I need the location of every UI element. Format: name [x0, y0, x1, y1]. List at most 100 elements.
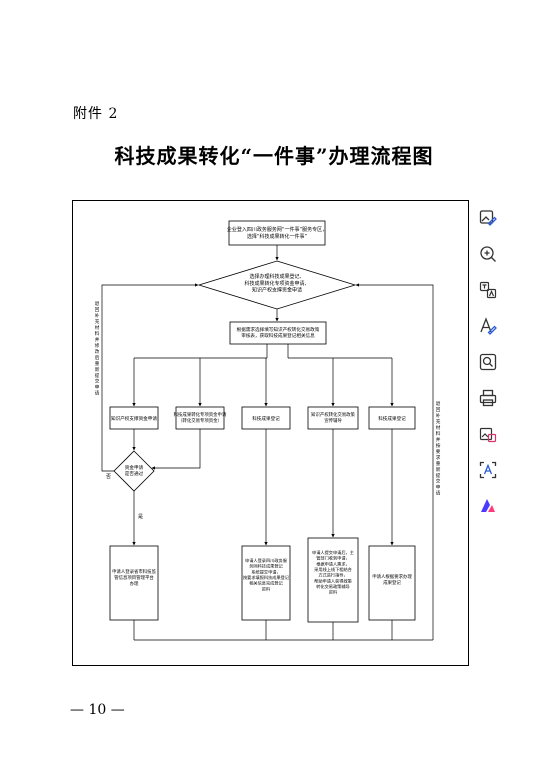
text-line: 申请人登录省市科技监	[112, 568, 157, 575]
text-glyph: 新	[95, 366, 100, 373]
text-glyph: 材	[436, 424, 441, 431]
text-line: 申请人登录四川政务服	[245, 557, 288, 564]
info-box-text: 根据需求选择填写知识产权转化交易政策审核表，获取科技成果登记相关信息	[237, 326, 320, 339]
start-box	[228, 220, 326, 246]
text-glyph: 请	[95, 390, 100, 397]
text-line: 科技成果登记	[252, 415, 280, 422]
text-line: 企业登入四川政务服务网“一件事”服务专区，	[227, 226, 327, 233]
info-box	[229, 321, 327, 345]
text-line: 系统提交申请，	[251, 568, 280, 575]
page-title: 科技成果转化“一件事”办理流程图	[114, 144, 434, 168]
image-search-button[interactable]	[474, 346, 502, 378]
text-line: 帮助申请人获得政策	[314, 577, 353, 584]
text-glyph: 要	[436, 449, 441, 455]
text-glyph: 求	[436, 454, 441, 461]
flowchart: 企业登入四川政务服务网“一件事”服务专区，选择“科技成果转化一件事” 选择办理科…	[72, 200, 469, 666]
text-glyph: 补	[436, 412, 441, 419]
result-box-4	[368, 545, 416, 621]
text-line: 科技成果登记	[378, 415, 406, 422]
text-edit-button[interactable]	[474, 310, 502, 342]
text-glyph: 修	[95, 342, 100, 349]
start-text: 企业登入四川政务服务网“一件事”服务专区，选择“科技成果转化一件事”	[227, 226, 327, 240]
text-line: 办理	[130, 580, 139, 587]
text-glyph: 请	[436, 490, 441, 497]
text-glyph: 提	[436, 472, 441, 479]
decision-main-text: 选择办理科技成果登记、科技成果转化专项资金申请、知识产权支撑资金申请	[244, 273, 309, 294]
text-glyph: 回	[95, 307, 100, 313]
text-glyph: 新	[436, 466, 441, 473]
text-line: 申请人根据要求办理	[372, 573, 412, 580]
text-line: 资金申请	[125, 464, 144, 471]
branch-text-policy: 知识产权转化交易政策宣传辅导	[311, 411, 356, 424]
text-line: 宣传辅导	[324, 417, 342, 424]
text-edit-icon	[480, 317, 497, 335]
translate-button[interactable]	[474, 274, 502, 306]
text-line: 成果登记	[383, 579, 401, 586]
text-line: 知识产权支撑资金申请	[111, 415, 157, 422]
ocr-scan-icon	[479, 461, 497, 479]
printer-icon	[479, 389, 497, 407]
text-line: 根据申请人需求，	[316, 560, 350, 567]
text-line: （转化交易专项资金）	[178, 417, 222, 424]
text-line: 务网科技成果登记	[249, 563, 283, 570]
text-glyph: 退	[436, 400, 441, 407]
text-line: 管部门收到申请，	[316, 555, 350, 562]
text-line: 选择“科技成果转化一件事”	[247, 233, 308, 240]
text-line: 采用线上线下相结合	[314, 566, 353, 573]
image-convert-button[interactable]	[474, 418, 502, 450]
text-line: 知识产权转化交易政策	[311, 411, 356, 418]
text-glyph: 充	[95, 318, 100, 325]
left-feedback-text: 退回补充材料并修改后重新提交申请	[95, 300, 100, 397]
annex-label: 附件 2	[73, 106, 119, 122]
zoom-in-button[interactable]	[474, 238, 502, 270]
text-line: 科技成果转化专项资金申请、	[244, 280, 309, 287]
text-glyph: 补	[95, 312, 100, 319]
branch-text-registration: 科技成果登记	[252, 415, 280, 422]
image-convert-icon	[479, 427, 497, 443]
print-button[interactable]	[474, 382, 502, 414]
ocr-button[interactable]	[474, 454, 502, 486]
branch-text-registration-2: 科技成果登记	[378, 415, 406, 422]
image-edit-button[interactable]	[474, 202, 502, 234]
text-glyph: 并	[436, 436, 441, 443]
text-glyph: 料	[95, 330, 100, 337]
text-glyph: 材	[95, 324, 100, 331]
text-line: 相关信息完成登记	[249, 580, 283, 587]
text-glyph: 提	[95, 372, 100, 379]
text-glyph: 按	[436, 442, 441, 449]
text-glyph: 充	[436, 418, 441, 425]
text-glyph: 料	[436, 430, 441, 437]
text-glyph: 并	[95, 336, 100, 343]
side-toolbar	[472, 202, 504, 522]
text-glyph: 申	[436, 484, 441, 491]
image-search-icon	[479, 353, 497, 371]
text-line: 管信息项目管理平台	[114, 574, 154, 581]
text-glyph: 申	[95, 384, 100, 391]
result-box-2	[241, 545, 291, 621]
image-edit-icon	[479, 210, 497, 226]
text-line: 是否通过	[125, 470, 144, 477]
branch-text-ip-fund: 知识产权支撑资金申请	[111, 415, 157, 422]
result-text-4: 申请人根据要求办理成果登记	[372, 573, 412, 586]
decision-funding-text: 资金申请是否通过	[125, 464, 144, 477]
zoom-in-icon	[480, 246, 496, 262]
ai-assistant-icon	[481, 499, 495, 512]
text-line: 选择办理科技成果登记、	[249, 273, 304, 280]
text-glyph: 交	[436, 478, 441, 485]
yes-label: 是	[138, 514, 143, 520]
text-glyph: 重	[95, 360, 100, 367]
text-line: 按要求填报科技成果登记	[243, 574, 290, 581]
result-text-2: 申请人登录四川政务服务网科技成果登记系统提交申请，按要求填报科技成果登记相关信息…	[243, 557, 290, 592]
translate-icon	[479, 281, 497, 299]
result-text-1: 申请人登录省市科技监管信息项目管理平台办理	[112, 568, 157, 587]
ai-assistant-button[interactable]	[474, 490, 502, 522]
result-text-3: 申请人提交申请后，主管部门收到申请，根据申请人需求，采用线上线下相结合方式进行指…	[312, 549, 354, 596]
text-line: 资料	[262, 585, 271, 592]
text-line: 申请人提交申请后，主	[312, 549, 354, 556]
no-label: 否	[106, 474, 111, 480]
text-glyph: 退	[95, 300, 100, 307]
text-glyph: 改	[95, 348, 100, 355]
text-glyph: 回	[436, 407, 441, 413]
branch-text-transfer-fund: 科技成果转化专项资金申请（转化交易专项资金）	[174, 411, 227, 424]
text-line: 转化交易政策辅导	[316, 583, 350, 590]
